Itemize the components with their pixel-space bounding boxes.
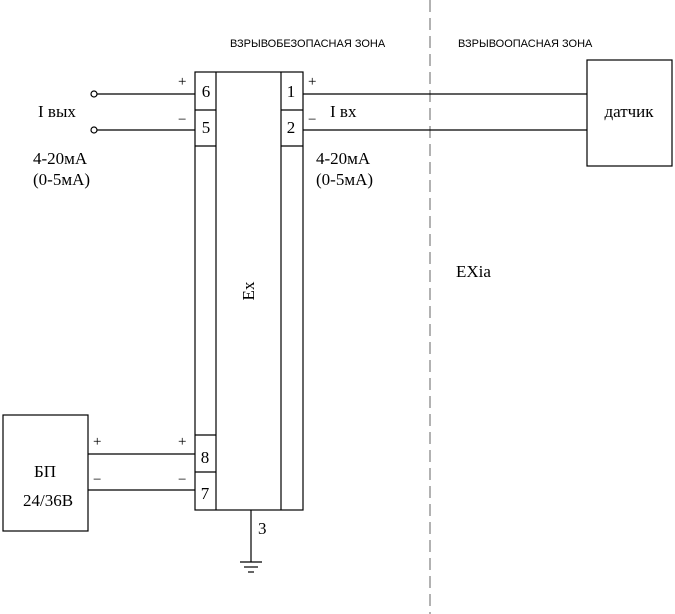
output-minus: − xyxy=(178,112,186,128)
power-supply-label: БП xyxy=(34,462,56,481)
input-range: 4-20мА xyxy=(316,149,371,168)
ground-icon xyxy=(240,510,262,573)
safe-zone-label: ВЗРЫВОБЕЗОПАСНАЯ ЗОНА xyxy=(230,38,386,50)
psu-plus: + xyxy=(93,434,101,450)
terminal-7-minus: − xyxy=(178,472,186,488)
input-minus: − xyxy=(308,112,316,128)
input-plus: + xyxy=(308,74,316,90)
terminal-1: 1 xyxy=(287,82,296,101)
module-label: Ex xyxy=(239,281,258,300)
ground-terminal-label: 3 xyxy=(258,519,267,538)
protection-label: EXia xyxy=(456,262,491,281)
terminal-7: 7 xyxy=(201,484,210,503)
output-plus: + xyxy=(178,74,186,90)
psu-minus: − xyxy=(93,472,101,488)
power-supply-voltage: 24/36В xyxy=(23,491,73,510)
terminal-8-plus: + xyxy=(178,434,186,450)
output-range: 4-20мА xyxy=(33,149,88,168)
output-wires xyxy=(90,90,195,134)
terminal-8: 8 xyxy=(201,448,210,467)
output-range-alt: (0-5мА) xyxy=(33,170,90,189)
power-supply-box xyxy=(2,414,89,532)
input-wires xyxy=(303,93,587,131)
terminal-6: 6 xyxy=(202,82,211,101)
sensor-box xyxy=(586,59,673,167)
sensor-label: датчик xyxy=(604,102,654,121)
power-wires xyxy=(88,453,195,491)
terminal-5: 5 xyxy=(202,118,211,137)
hazardous-zone-label: ВЗРЫВООПАСНАЯ ЗОНА xyxy=(458,38,593,50)
terminal-2: 2 xyxy=(287,118,296,137)
barrier-module xyxy=(194,71,304,511)
output-label: I вых xyxy=(38,102,76,121)
input-range-alt: (0-5мА) xyxy=(316,170,373,189)
input-label: I вх xyxy=(330,102,357,121)
